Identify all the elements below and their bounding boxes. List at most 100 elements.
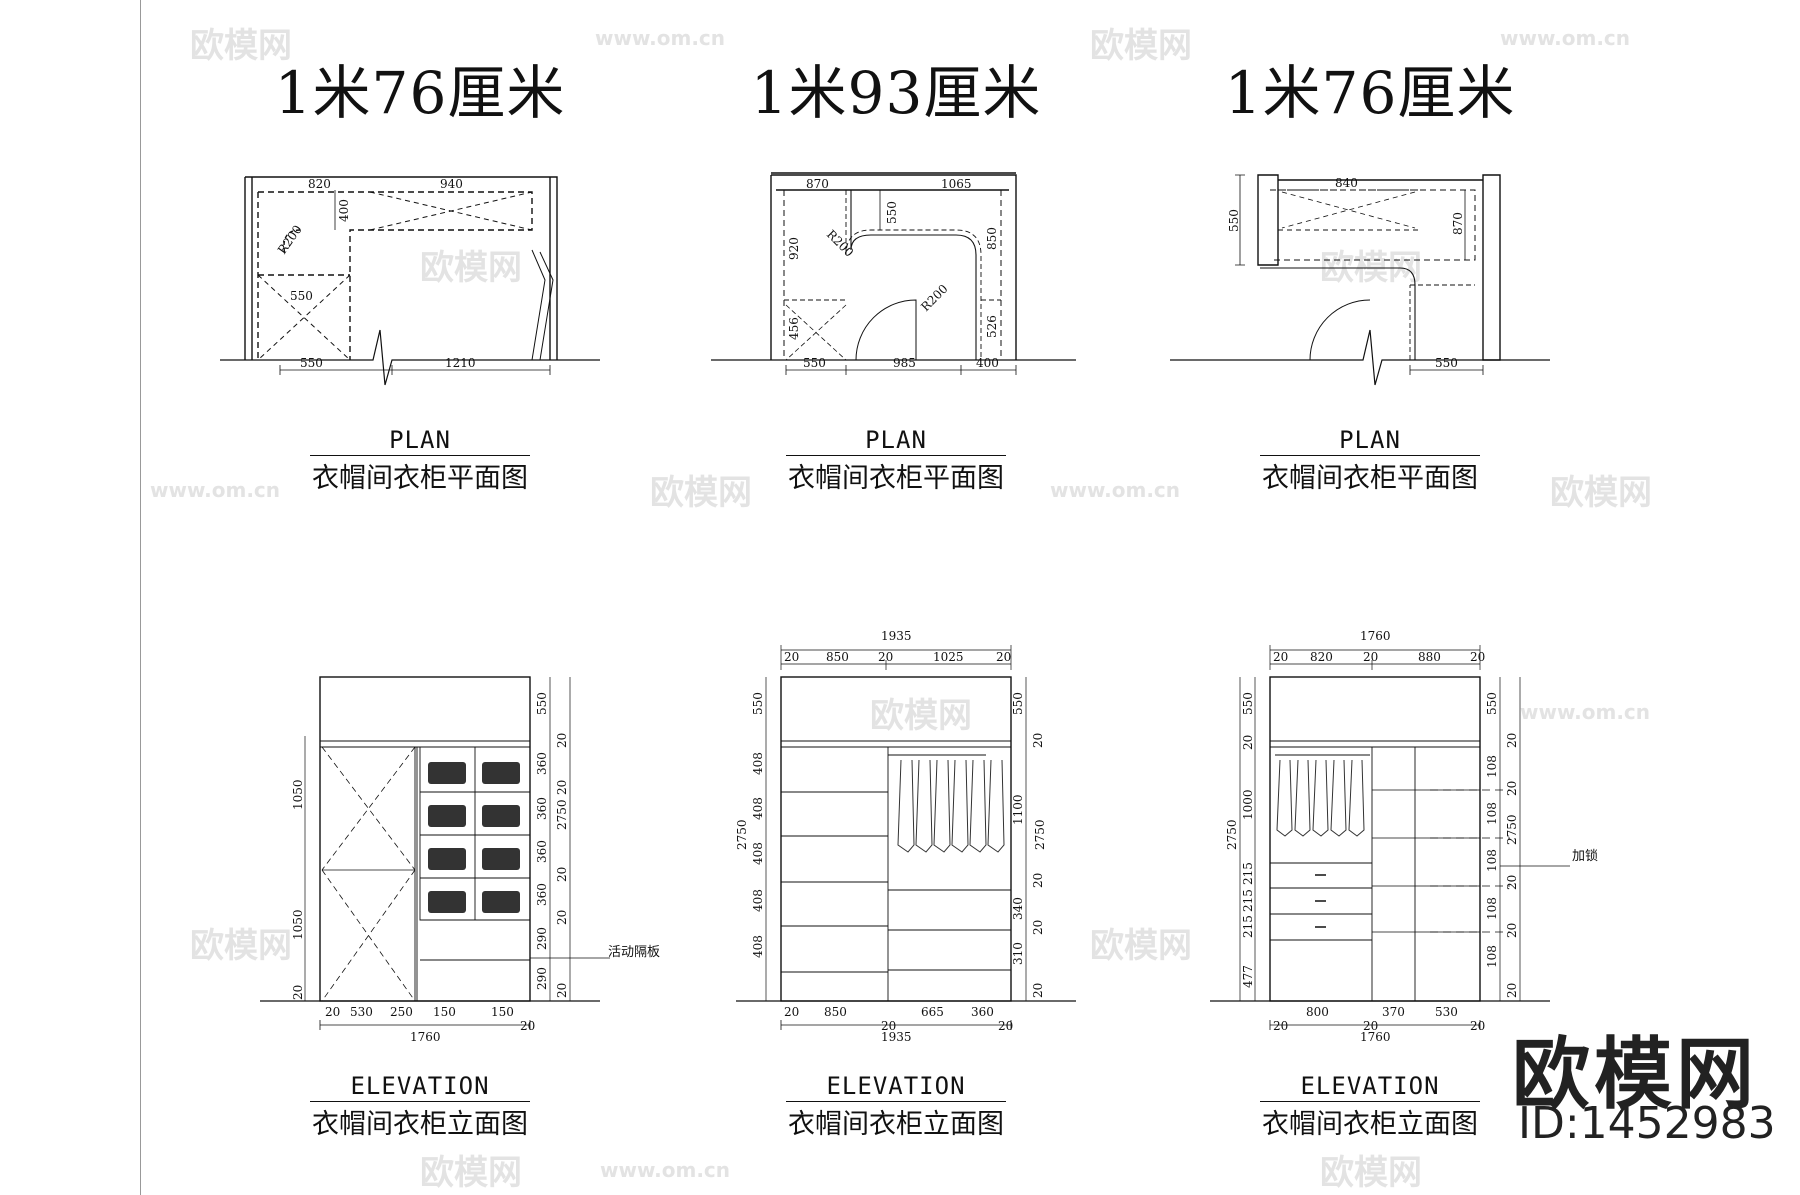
elevation-caption-en: ELEVATION <box>1300 1072 1440 1100</box>
elev-dim-right: 290 <box>535 967 549 990</box>
plan-dim-top-right: 1065 <box>941 177 972 191</box>
elev-dim-right-outer: 20 <box>1505 733 1519 748</box>
plan-dim-bottom-left: 550 <box>803 356 826 370</box>
elevation-drawing: 1760 20 820 20 880 20 20 800 20 370 530 … <box>1210 629 1598 1044</box>
elevation-drawing: 1935 20 850 20 1025 20 20 850 20 665 360… <box>735 629 1076 1044</box>
elev-dim-left: 408 <box>751 935 765 958</box>
elev-dim-top: 20 <box>1470 650 1485 664</box>
plan-drawing: 820 940 400 R200 550 550 1210 <box>220 176 600 386</box>
elevation-caption-zh: 衣帽间衣柜立面图 <box>1262 1109 1478 1140</box>
elev-dim-total: 1760 <box>1360 1030 1391 1044</box>
elev-dim-right-outer: 20 <box>1031 983 1045 998</box>
elev-dim-left-height: 2750 <box>1225 819 1239 850</box>
plan-dim-mid: 550 <box>290 289 313 303</box>
plan-dim-bottom-right: 1210 <box>445 356 476 370</box>
elev-dim-right: 108 <box>1485 945 1499 968</box>
plan-drawing: 870 1065 550 920 R200 R200 850 456 526 5… <box>711 172 1076 375</box>
plan-dim-top-right: 940 <box>440 177 463 191</box>
caption-rule <box>1260 455 1480 456</box>
elev-dim-top-total: 1935 <box>881 629 912 643</box>
plan-dim-depth: 400 <box>337 199 351 222</box>
elev-dim-right: 360 <box>535 797 549 820</box>
plan-dim-bottom-mid: 985 <box>893 356 916 370</box>
plan-dim-top-left: 870 <box>806 177 829 191</box>
size-title: 1米93厘米 <box>750 59 1042 127</box>
elev-dim-left-height: 2750 <box>735 819 749 850</box>
elev-dim-top: 880 <box>1418 650 1441 664</box>
elev-dim-bottom: 250 <box>390 1005 413 1019</box>
elev-dim-right: 290 <box>535 927 549 950</box>
elev-dim-left: 408 <box>751 889 765 912</box>
wardrobe-column-1: 1米76厘米 820 940 400 R200 550 550 1210 <box>160 0 680 1195</box>
elev-dim-left: 408 <box>751 797 765 820</box>
elev-dim-top: 820 <box>1310 650 1333 664</box>
elev-dim-bottom: 20 <box>325 1005 340 1019</box>
size-title: 1米76厘米 <box>1224 59 1516 127</box>
plan-dim-radius-right: R200 <box>918 282 950 314</box>
plan-caption-zh: 衣帽间衣柜平面图 <box>1262 463 1478 494</box>
plan-dim-top-left: 820 <box>308 177 331 191</box>
wardrobe-column-2: 1米93厘米 870 1065 550 920 R200 R200 <box>636 0 1156 1195</box>
elev-dim-bottom: 20 <box>881 1019 896 1033</box>
elev-dim-total: 1935 <box>881 1030 912 1044</box>
elev-dim-bottom: 530 <box>350 1005 373 1019</box>
plan-caption-zh: 衣帽间衣柜平面图 <box>312 463 528 494</box>
elev-dim-right-outer: 20 <box>555 983 569 998</box>
plan-dim-depth: 550 <box>885 201 899 224</box>
elev-dim-left: 408 <box>751 842 765 865</box>
elev-dim-right-outer: 20 <box>555 733 569 748</box>
plan-dim-right-depth: 850 <box>985 227 999 250</box>
plan-dim-top: 840 <box>1335 176 1358 190</box>
elev-dim-left: 20 <box>1241 735 1255 750</box>
elev-dim-right: 108 <box>1485 755 1499 778</box>
elevation-caption-zh: 衣帽间衣柜立面图 <box>312 1109 528 1140</box>
caption-rule <box>786 455 1006 456</box>
plan-dim-left-low: 456 <box>787 317 801 340</box>
elev-dim-right: 340 <box>1011 897 1025 920</box>
elev-dim-right-outer: 20 <box>1505 983 1519 998</box>
caption-rule <box>786 1101 1006 1102</box>
elev-dim-left: 408 <box>751 752 765 775</box>
elev-dim-right: 550 <box>1485 692 1499 715</box>
elev-dim-left: 550 <box>751 692 765 715</box>
plan-caption-zh: 衣帽间衣柜平面图 <box>788 463 1004 494</box>
elev-dim-bottom: 150 <box>491 1005 514 1019</box>
plan-caption-en: PLAN <box>1339 426 1401 454</box>
elev-dim-height: 2750 <box>1033 819 1047 850</box>
elev-dim-right: 108 <box>1485 802 1499 825</box>
elevation-caption-zh: 衣帽间衣柜立面图 <box>788 1109 1004 1140</box>
elev-dim-top: 20 <box>878 650 893 664</box>
plan-dim-radius: R200 <box>275 223 305 257</box>
elev-dim-bottom: 20 <box>784 1005 799 1019</box>
elev-dim-bottom: 20 <box>1273 1019 1288 1033</box>
plan-drawing: 840 550 870 550 <box>1170 174 1550 386</box>
elev-dim-bottom: 370 <box>1382 1005 1405 1019</box>
plan-dim-right-depth: 870 <box>1451 212 1465 235</box>
elev-dim-top: 20 <box>1363 650 1378 664</box>
elev-dim-top: 20 <box>1273 650 1288 664</box>
elev-dim-bottom: 20 <box>520 1019 535 1033</box>
elev-dim-bottom: 20 <box>1470 1019 1485 1033</box>
elev-dim-bottom: 850 <box>824 1005 847 1019</box>
elev-dim-top: 20 <box>996 650 1011 664</box>
elev-dim-right-outer: 20 <box>555 867 569 882</box>
model-id-label: ID:1452983 <box>1518 1098 1776 1149</box>
elev-dim-total: 1760 <box>410 1030 441 1044</box>
elev-dim-bottom: 20 <box>998 1019 1013 1033</box>
caption-rule <box>310 1101 530 1102</box>
elev-dim-right: 550 <box>535 692 549 715</box>
elev-dim-left: 477 <box>1241 965 1255 988</box>
elev-dim-top: 20 <box>784 650 799 664</box>
elev-dim-left: 1050 <box>291 779 305 810</box>
elev-dim-bottom: 20 <box>1363 1019 1378 1033</box>
elev-dim-height: 2750 <box>1505 814 1519 845</box>
elev-dim-right-outer: 20 <box>555 910 569 925</box>
elev-dim-left: 1000 <box>1241 789 1255 820</box>
elev-dim-right-outer: 20 <box>1031 733 1045 748</box>
elev-dim-right: 360 <box>535 840 549 863</box>
elev-dim-left: 215 <box>1241 915 1255 938</box>
elev-dim-top: 1025 <box>933 650 964 664</box>
elev-dim-right: 108 <box>1485 849 1499 872</box>
elevation-caption-en: ELEVATION <box>826 1072 966 1100</box>
